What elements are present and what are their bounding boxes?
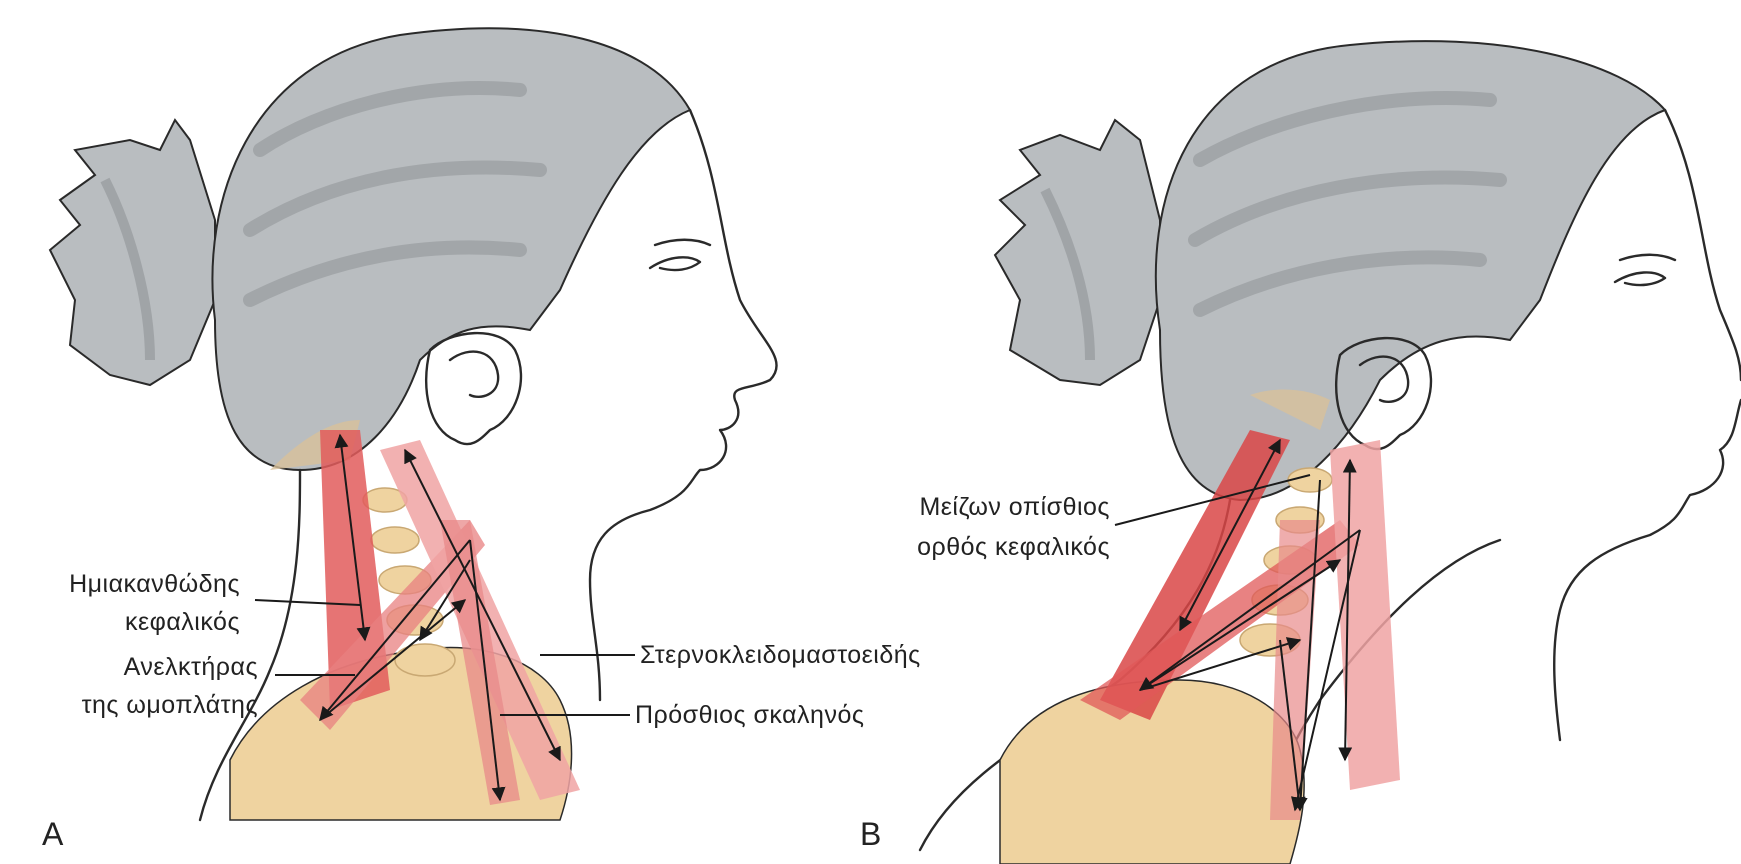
label-scm: Στερνοκλειδομαστοειδής xyxy=(640,641,921,669)
label-semispinalis-line1: Ημιακανθώδης xyxy=(69,570,240,598)
label-levator-line1: Ανελκτήρας xyxy=(124,653,258,681)
panel-letter-a: A xyxy=(42,816,64,852)
panel-b xyxy=(920,41,1741,864)
eye-b xyxy=(1615,272,1665,285)
hair-b xyxy=(1156,41,1665,500)
label-rectus-line2: ορθός κεφαλικός xyxy=(917,533,1110,561)
label-rectus-line1: Μείζων οπίσθιος xyxy=(919,493,1110,521)
hair-bun-b xyxy=(995,120,1160,385)
label-semispinalis-line2: κεφαλικός xyxy=(125,608,240,636)
label-anterior-scalene: Πρόσθιος σκαληνός xyxy=(635,701,864,729)
panel-letter-b: B xyxy=(860,816,881,852)
face-profile-a xyxy=(590,110,777,700)
eye-a xyxy=(650,257,700,270)
ear-a xyxy=(426,333,521,444)
label-levator-line2: της ωμοπλάτης xyxy=(82,691,258,719)
